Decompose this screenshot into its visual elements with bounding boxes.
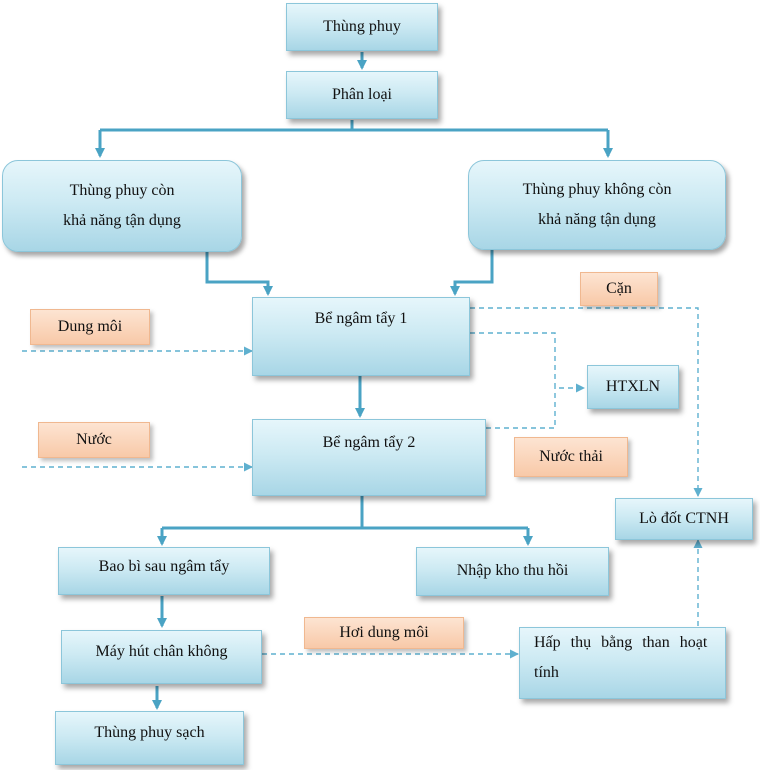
branch-phan-loai (98, 120, 610, 156)
node-khong-con-tan-dung: Thùng phuy không còn khả năng tận dụng (468, 160, 726, 250)
node-thung-phuy-label: Thùng phuy (323, 17, 401, 35)
node-con-tan-dung-line2: khả năng tận dụng (63, 212, 181, 229)
node-be-ngam-2-label: Bể ngâm tẩy 2 (322, 434, 416, 451)
node-be-ngam-2: Bể ngâm tẩy 2 (252, 419, 486, 496)
node-con-tan-dung: Thùng phuy còn khả năng tận dụng (2, 160, 242, 252)
node-be-ngam-1: Bể ngâm tẩy 1 (252, 297, 470, 376)
node-thung-sach: Thùng phuy sạch (55, 711, 244, 765)
node-phan-loai: Phân loại (286, 71, 438, 119)
tag-can-label: Cặn (606, 280, 632, 297)
node-may-hut: Máy hút chân không (61, 630, 262, 684)
tag-nuoc: Nước (38, 422, 150, 458)
tag-can: Cặn (580, 272, 658, 306)
node-con-tan-dung-line1: Thùng phuy còn (69, 181, 175, 199)
node-hap-thu: Hấp thụ bằng than hoạt tính (519, 627, 726, 699)
node-thung-sach-label: Thùng phuy sạch (94, 724, 205, 741)
node-lo-dot: Lò đốt CTNH (615, 498, 753, 540)
node-lo-dot-label: Lò đốt CTNH (639, 509, 729, 527)
node-khong-con-tan-dung-line2: khả năng tận dụng (538, 211, 656, 228)
tag-dung-moi-label: Dung môi (57, 318, 123, 335)
arrow-left-to-tank1 (205, 252, 273, 296)
node-bao-bi-label: Bao bì sau ngâm tẩy (98, 558, 230, 575)
node-nhap-kho-label: Nhập kho thu hồi (456, 562, 569, 580)
branch-tank2 (162, 496, 528, 530)
node-thung-phuy: Thùng phuy (286, 3, 438, 51)
dashed-tank1-to-htxln (470, 332, 585, 393)
node-bao-bi: Bao bì sau ngâm tẩy (58, 547, 270, 595)
node-htxln-label: HTXLN (605, 377, 661, 395)
node-may-hut-label: Máy hút chân không (95, 643, 228, 660)
tag-dung-moi: Dung môi (30, 309, 150, 345)
arrow-right-to-tank1 (450, 250, 494, 296)
tag-nuoc-thai-label: Nước thải (539, 448, 603, 465)
node-be-ngam-1-label: Bể ngâm tẩy 1 (314, 310, 408, 327)
dashed-tank2-to-htxln (486, 388, 556, 429)
tag-nuoc-thai: Nước thải (514, 437, 628, 477)
dashed-tank1-to-lo-dot (470, 307, 703, 497)
node-phan-loai-label: Phân loại (332, 85, 392, 103)
node-nhap-kho: Nhập kho thu hồi (416, 547, 609, 596)
tag-hoi-dung-moi: Hơi dung môi (304, 617, 464, 649)
tag-nuoc-label: Nước (76, 431, 112, 448)
node-hap-thu-line1: Hấp thụ bằng than hoạt (534, 634, 708, 651)
node-khong-con-tan-dung-line1: Thùng phuy không còn (522, 180, 672, 198)
node-hap-thu-line2: tính (534, 664, 559, 682)
tag-hoi-dung-moi-label: Hơi dung môi (339, 624, 429, 641)
node-htxln: HTXLN (587, 365, 679, 409)
